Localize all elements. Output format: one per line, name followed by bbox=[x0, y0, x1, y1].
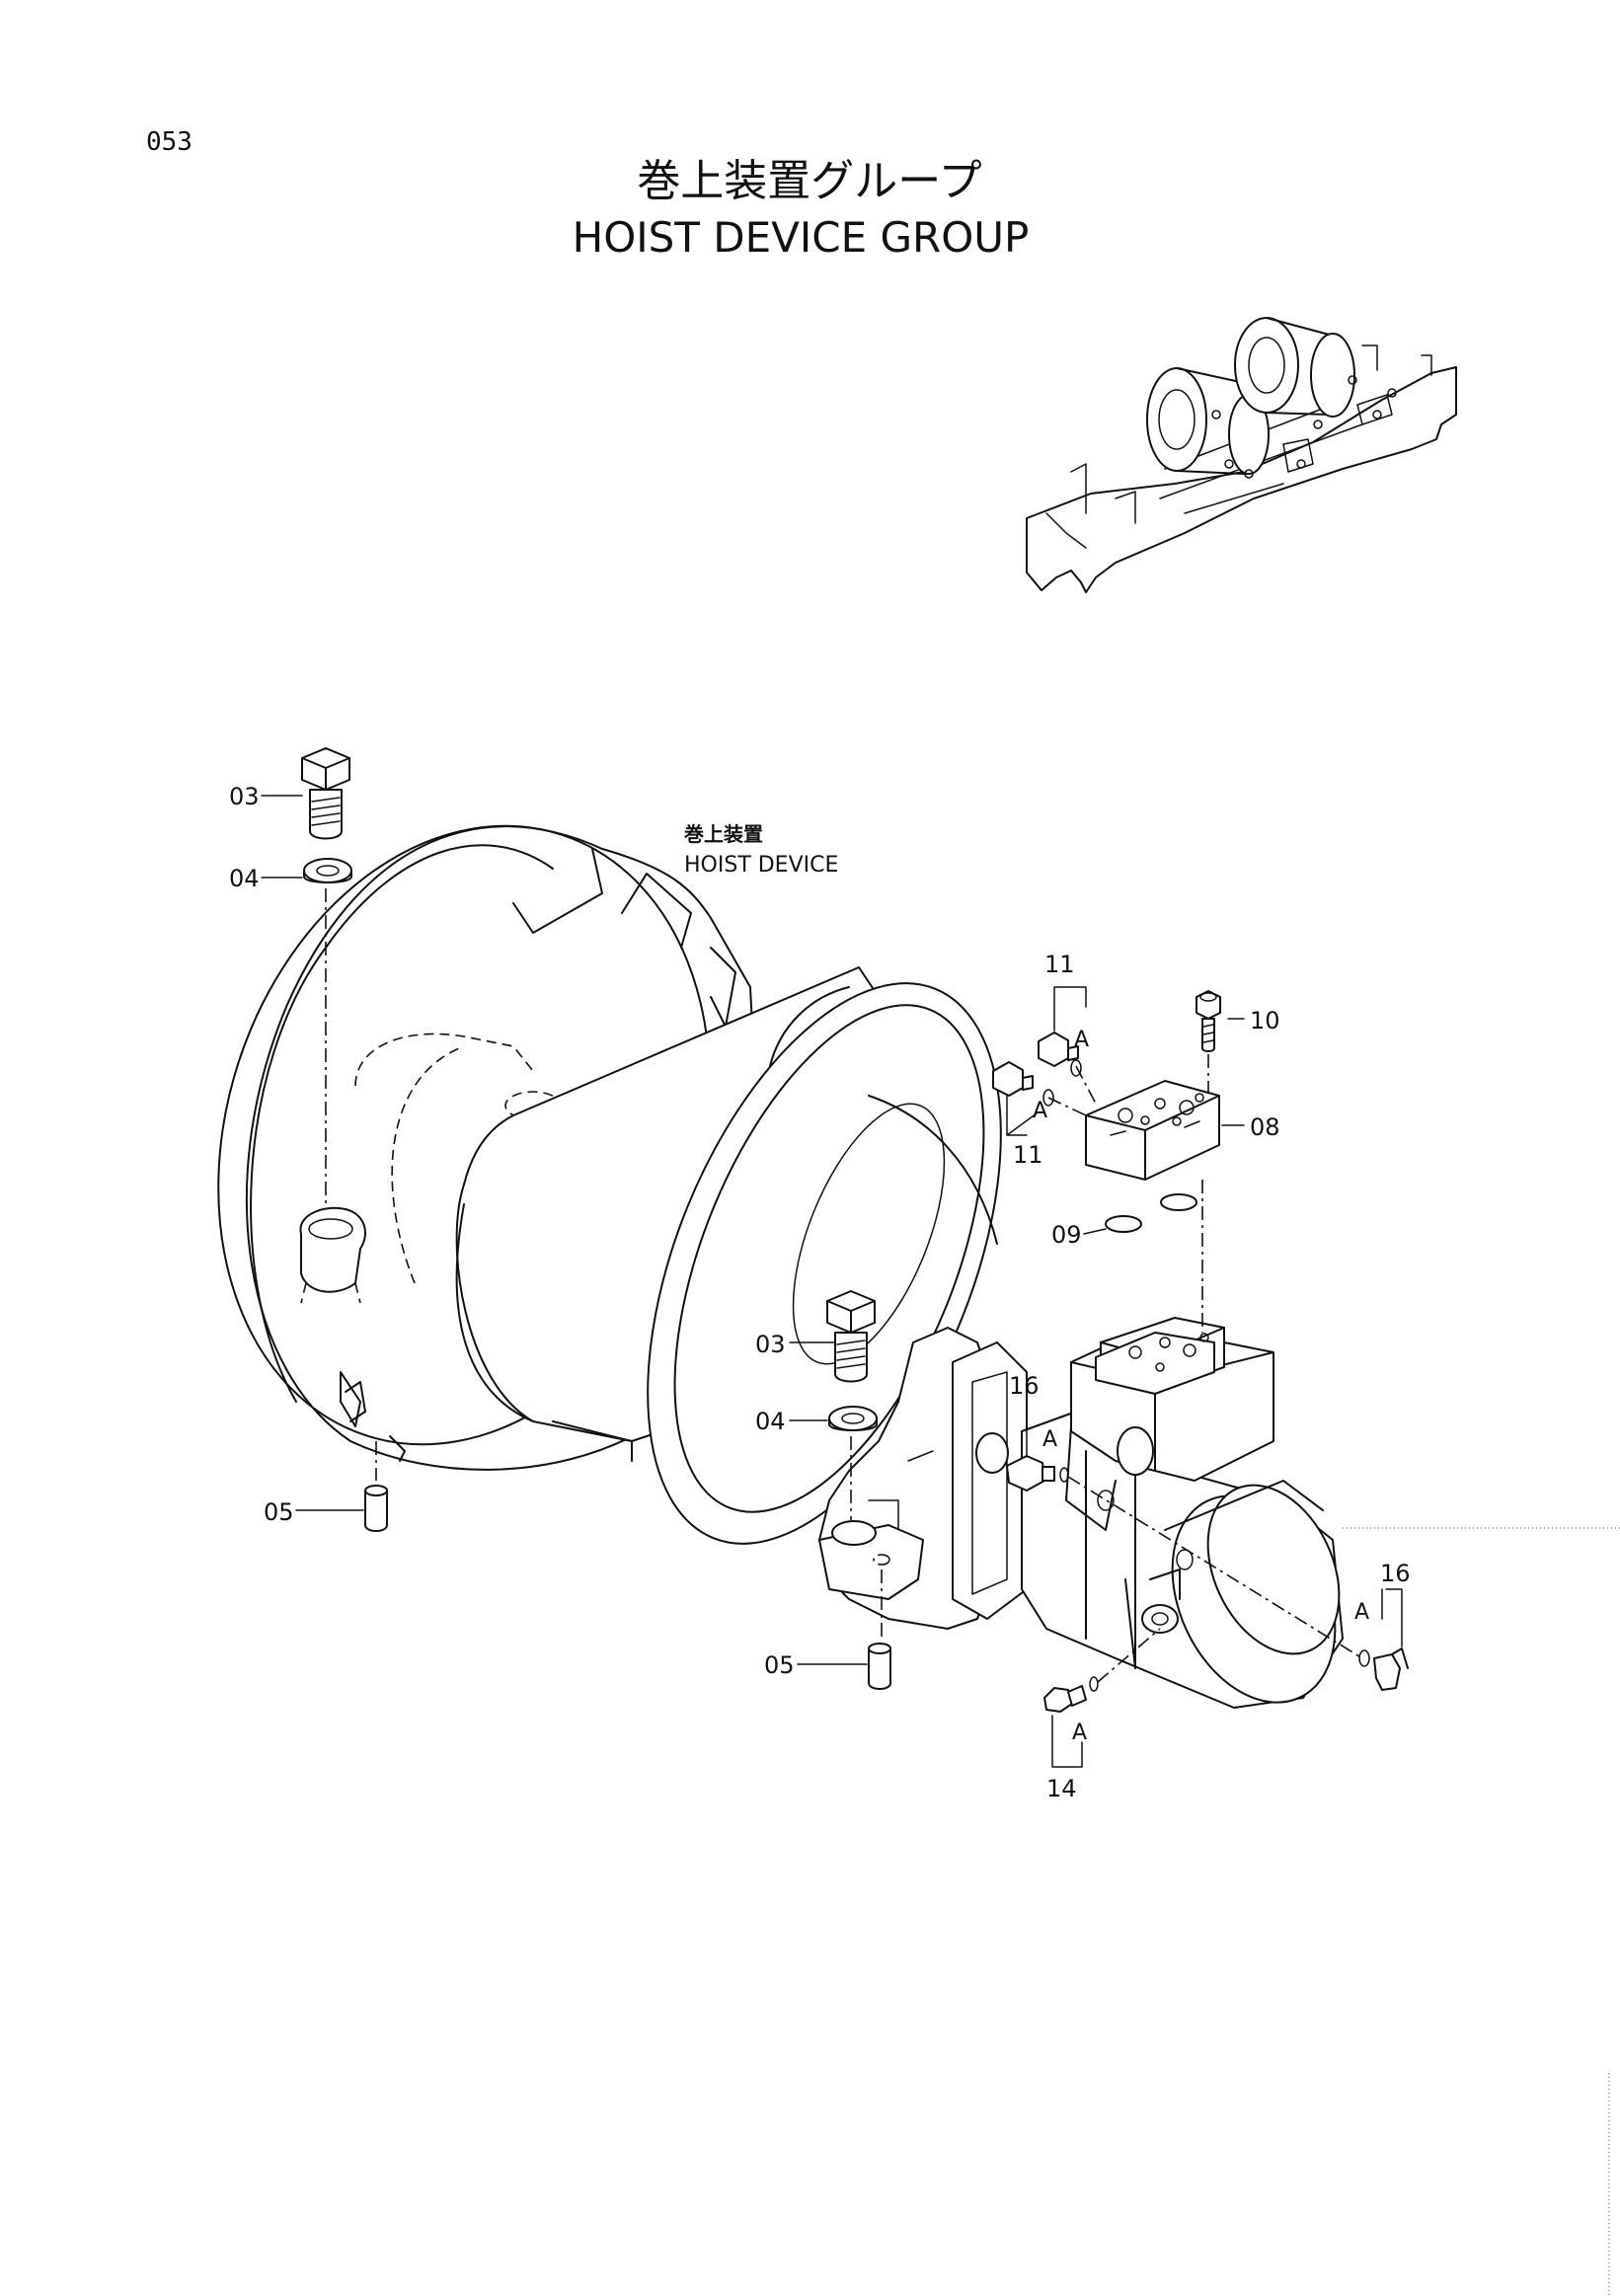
centerline-11-b bbox=[1047, 1097, 1087, 1116]
marker-a-3: A bbox=[1042, 1427, 1057, 1452]
locator-inset bbox=[1026, 317, 1457, 593]
callout-05-left: 05 bbox=[264, 1498, 294, 1526]
o-rings-09 bbox=[1105, 1193, 1197, 1233]
marker-a-1: A bbox=[1074, 1028, 1089, 1052]
callout-10: 10 bbox=[1250, 1007, 1280, 1034]
centerline-16 bbox=[1067, 1476, 1363, 1659]
callout-03-mid: 03 bbox=[755, 1331, 786, 1358]
callout-16-left: 16 bbox=[1009, 1372, 1040, 1400]
bolt-10 bbox=[1196, 990, 1221, 1052]
dowel-05-left bbox=[364, 1485, 388, 1532]
callout-14: 14 bbox=[1046, 1775, 1077, 1802]
marker-a-4: A bbox=[1354, 1600, 1369, 1625]
callout-16-right: 16 bbox=[1380, 1560, 1411, 1587]
dowel-05-mid bbox=[868, 1643, 891, 1690]
callout-04-mid: 04 bbox=[755, 1408, 786, 1435]
callout-03-top: 03 bbox=[229, 783, 260, 810]
washer-04-top bbox=[303, 858, 352, 883]
callout-11-lower: 11 bbox=[1013, 1141, 1043, 1169]
marker-a-2: A bbox=[1033, 1099, 1047, 1123]
callout-09: 09 bbox=[1051, 1221, 1082, 1249]
hoist-drum bbox=[217, 824, 1002, 1545]
title-english: HOIST DEVICE GROUP bbox=[573, 213, 1030, 262]
component-label-jp: 巻上装置 bbox=[683, 822, 763, 846]
plug-11-lower bbox=[992, 1061, 1054, 1107]
leader-lines bbox=[261, 795, 1403, 1768]
plug-11-upper bbox=[1038, 1032, 1082, 1077]
fitting-16-right bbox=[1358, 1647, 1409, 1691]
fitting-14 bbox=[1043, 1676, 1099, 1713]
title-japanese: 巻上装置グループ bbox=[637, 156, 981, 206]
callout-04-top: 04 bbox=[229, 865, 260, 892]
valve-block-08 bbox=[1085, 1080, 1220, 1181]
washer-04-mid bbox=[828, 1406, 878, 1431]
centerline-14 bbox=[1097, 1628, 1161, 1683]
marker-a-5: A bbox=[1072, 1721, 1087, 1745]
component-label-en: HOIST DEVICE bbox=[684, 853, 838, 878]
callout-08: 08 bbox=[1250, 1113, 1280, 1141]
hoist-motor-assembly bbox=[818, 1317, 1344, 1709]
bolt-03-mid bbox=[826, 1290, 876, 1383]
page-number: 053 bbox=[146, 127, 193, 157]
callout-05-mid: 05 bbox=[764, 1651, 795, 1679]
port-ring bbox=[1097, 1490, 1115, 1511]
callout-11-upper: 11 bbox=[1044, 951, 1075, 978]
centerline-11-a bbox=[1075, 1065, 1097, 1105]
bolt-03-top bbox=[301, 747, 350, 840]
